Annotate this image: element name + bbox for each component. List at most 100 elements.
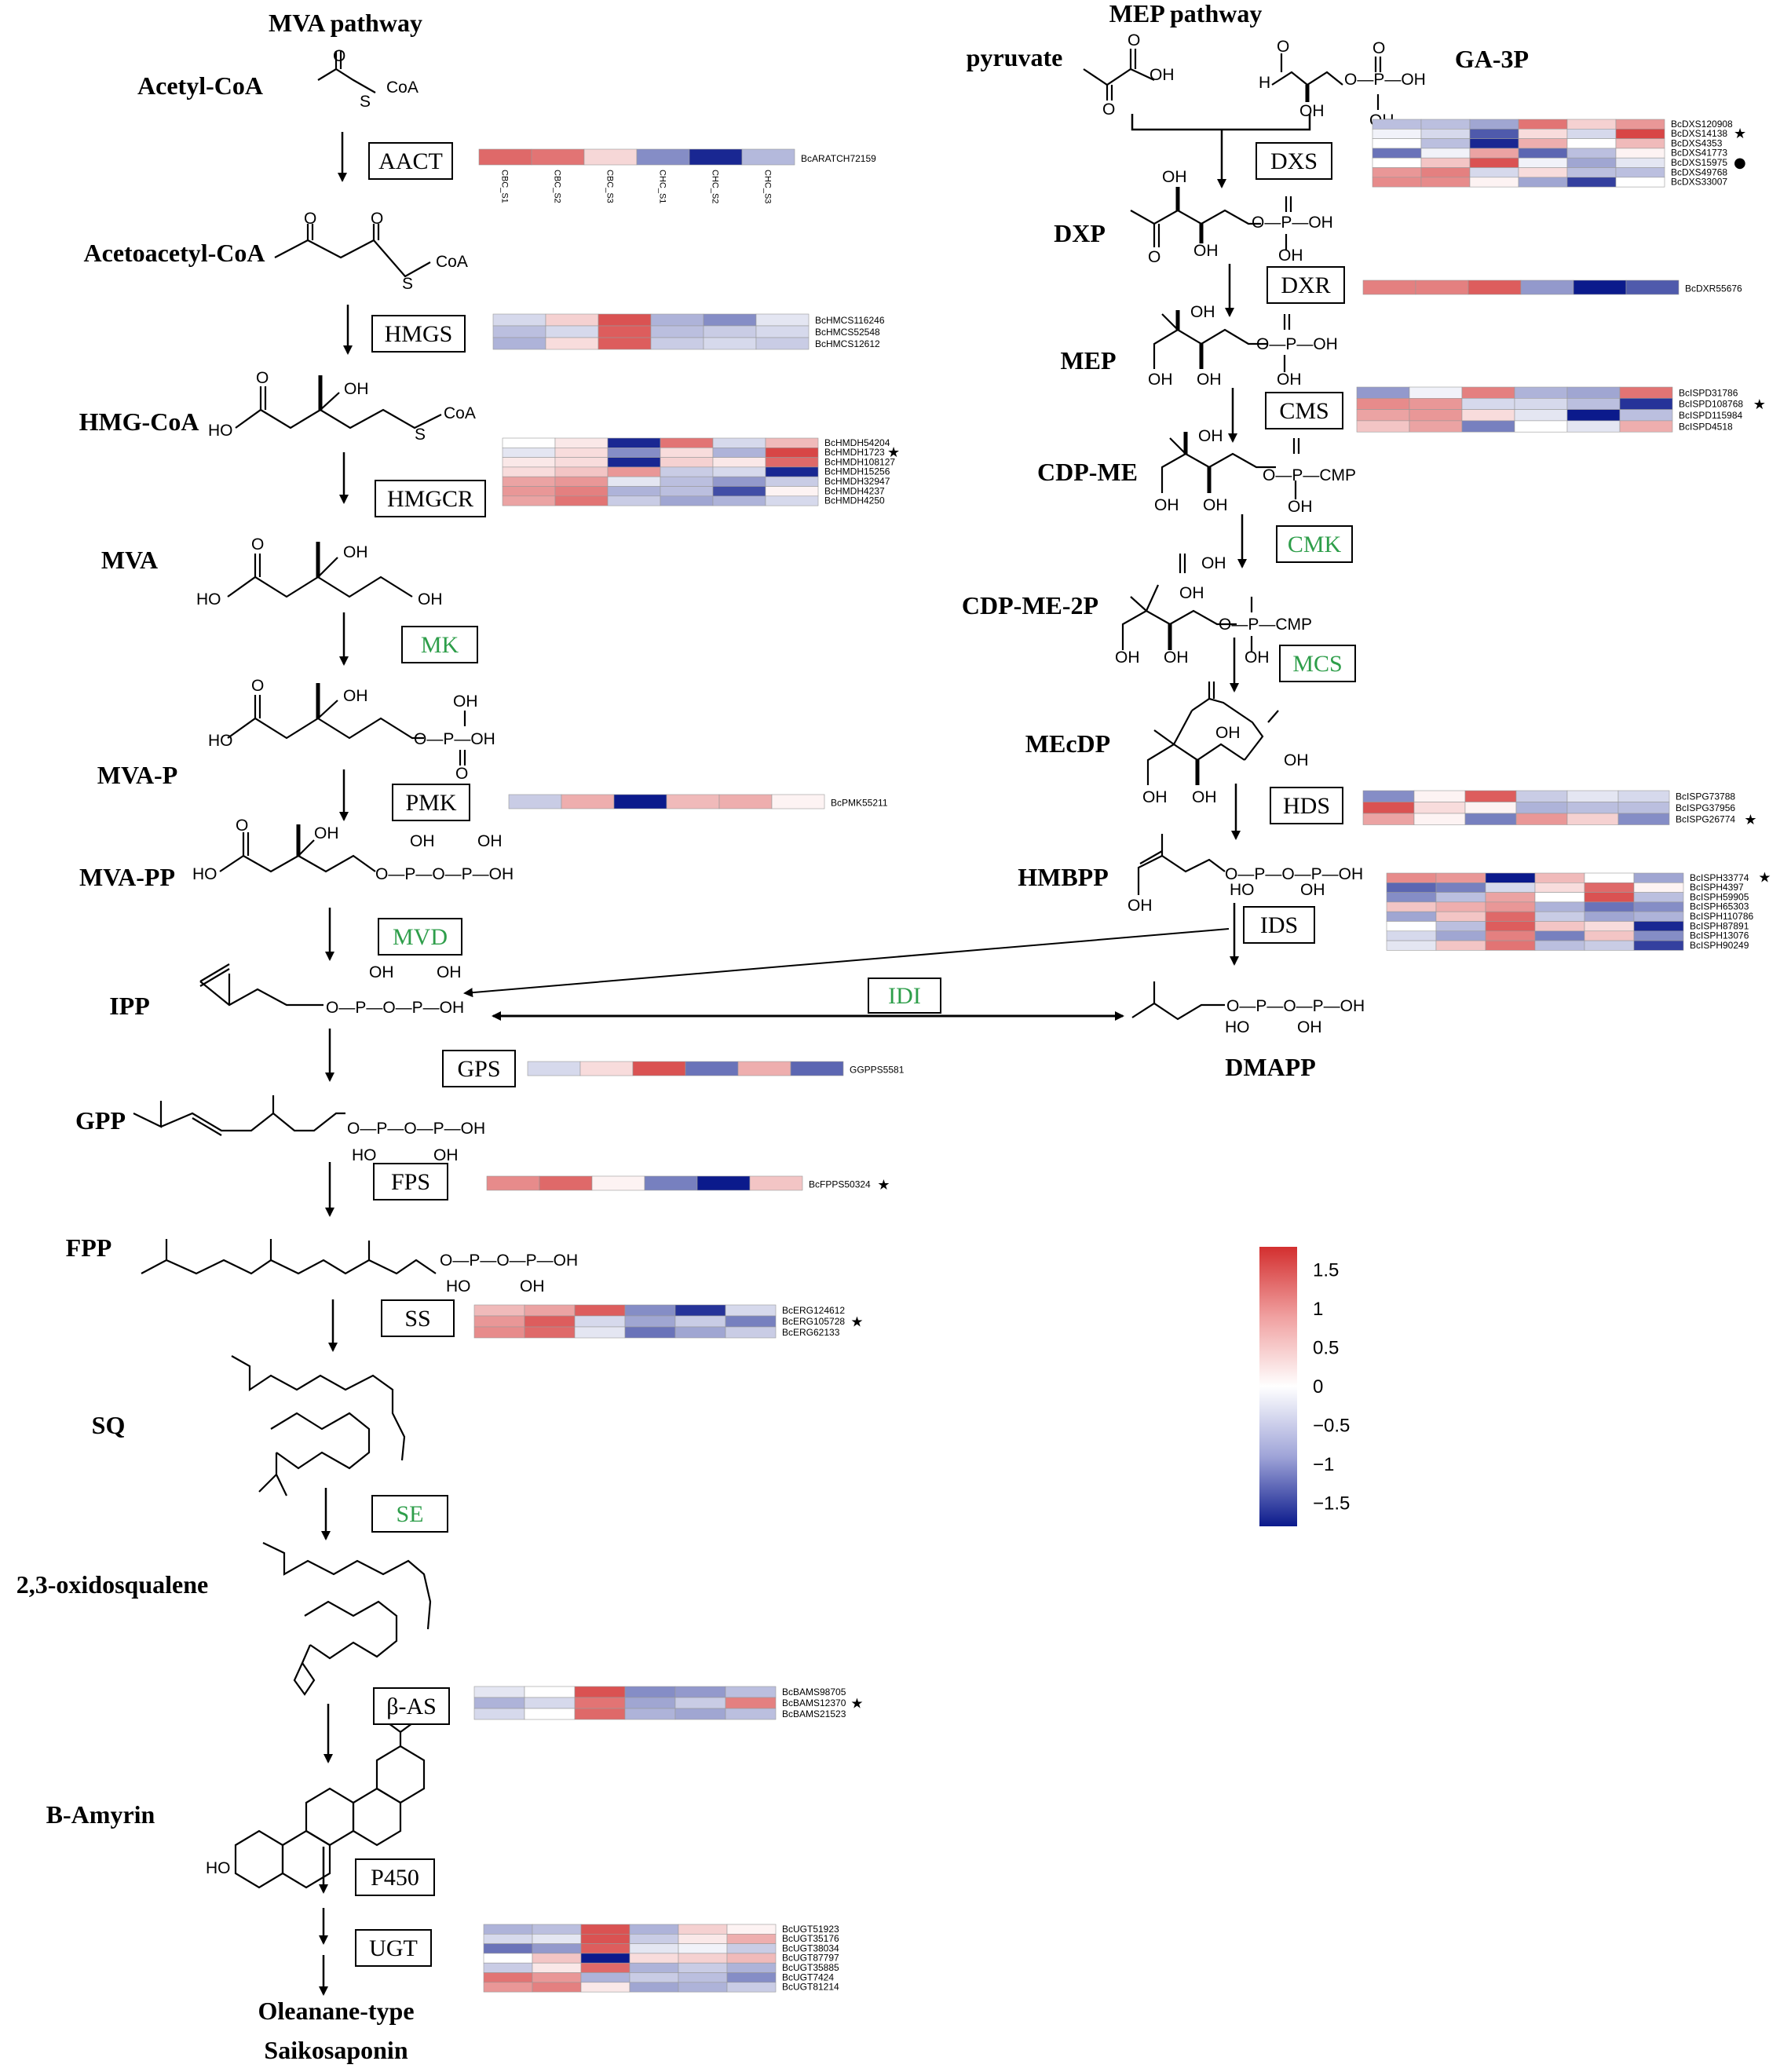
chem-o: O <box>333 47 345 65</box>
enzyme-pmk: PMK <box>392 784 470 821</box>
gene-label: BcISPD4518 <box>1679 421 1733 432</box>
gene-label: BcHMCS116246 <box>815 315 885 326</box>
heatmap-cell <box>629 1982 679 1993</box>
heatmap-cell <box>712 486 766 497</box>
gene-label: BcUGT7424 <box>782 1972 834 1982</box>
chem-o-p: O—P—OH <box>414 730 495 748</box>
chem-oh: OH <box>1215 724 1241 742</box>
heatmap-cell <box>473 1315 525 1328</box>
legend-tick-label: −1 <box>1313 1454 1334 1475</box>
chem-oh: OH <box>1197 371 1222 389</box>
enzyme-idi: IDI <box>868 978 941 1014</box>
heatmap-cell <box>1617 802 1670 814</box>
compound-ipp: IPP <box>109 992 150 1020</box>
chem-oh: OH <box>1201 554 1226 572</box>
chem-coa: CoA <box>444 404 476 422</box>
structure-ga3p <box>1271 53 1382 110</box>
structure-cdp-me <box>1160 432 1300 499</box>
enzyme-cms: CMS <box>1265 392 1343 429</box>
chem-oh: OH <box>1300 881 1325 899</box>
chem-o-p-cmp: O—P—CMP <box>1219 616 1312 634</box>
chem-ho: HO <box>1230 881 1255 899</box>
heatmap-cell <box>1386 892 1437 903</box>
heatmap-cell <box>1409 409 1463 422</box>
star-marker: ★ <box>850 1314 863 1330</box>
heatmap-cell <box>532 1972 582 1983</box>
gene-label: BcHMDH1723 <box>824 447 885 458</box>
compound-fpp: FPP <box>66 1233 112 1262</box>
heatmap-cell <box>554 495 609 506</box>
legend-tick-label: 0 <box>1313 1376 1323 1398</box>
heatmap-cell <box>1534 940 1585 951</box>
heatmap-cell <box>678 1953 728 1964</box>
heatmap-cell <box>486 1175 540 1191</box>
chem-oh: OH <box>1148 371 1173 389</box>
heatmap-cell <box>660 495 714 506</box>
structure-squalene <box>231 1355 406 1496</box>
heatmap-cell <box>624 1708 676 1720</box>
heatmap-cell <box>674 1686 726 1698</box>
heatmap-cell <box>1469 167 1519 178</box>
heatmap-cell <box>554 466 609 477</box>
gene-label: BcBAMS21523 <box>782 1708 846 1719</box>
heatmap-cell <box>660 476 714 487</box>
heatmap-cell <box>1619 420 1673 433</box>
enzyme-label: FPS <box>391 1169 430 1195</box>
heatmap-cell <box>725 1686 777 1698</box>
gene-label: BcUGT87797 <box>782 1953 839 1964</box>
heatmap-cell <box>478 148 532 166</box>
chem-oh: OH <box>343 687 368 705</box>
heatmap-cell <box>1515 790 1568 802</box>
heatmap-cell <box>1633 911 1684 922</box>
heatmap-cell <box>1617 813 1670 825</box>
heatmap-cell <box>1485 883 1536 893</box>
heatmap-cell <box>1485 921 1536 932</box>
enzyme-label: DXS <box>1270 148 1318 174</box>
enzyme-label: CMS <box>1279 398 1329 424</box>
gene-label: BcISPG73788 <box>1676 791 1735 802</box>
enzyme-label: MVD <box>393 924 448 950</box>
heatmap-cell <box>674 1708 726 1720</box>
heatmap-cell <box>580 1943 631 1954</box>
gene-label: BcPMK55211 <box>831 797 888 808</box>
heatmap-cell <box>636 148 690 166</box>
heatmap-cell <box>712 476 766 487</box>
legend-tick-label: 1.5 <box>1313 1260 1339 1281</box>
chem-o: O <box>1372 39 1385 57</box>
chem-o: O <box>256 369 269 387</box>
enzyme-label: IDS <box>1260 912 1298 938</box>
heatmap-column-label: CHC_S2 <box>711 170 720 203</box>
legend-ticks: 1.510.50−0.5−1−1.5 <box>1313 1260 1350 1515</box>
heatmap-cell <box>765 457 819 468</box>
heatmap-cell <box>1566 386 1621 399</box>
heatmap-cell <box>492 337 546 350</box>
mep-pathway-title: MEP pathway <box>1109 0 1263 27</box>
heatmap-cell <box>1566 177 1617 188</box>
heatmap-cell <box>502 447 556 458</box>
heatmap-cell <box>502 437 556 448</box>
color-legend: 1.510.50−0.5−1−1.5 <box>1259 1247 1350 1526</box>
heatmap-cell <box>1619 386 1673 399</box>
chem-oh: OH <box>1198 427 1223 445</box>
gene-label: BcDXS15975 <box>1671 157 1727 168</box>
heatmap-cell <box>1435 892 1486 903</box>
heatmap-cell <box>532 1953 582 1964</box>
heatmap-cell <box>725 1315 777 1328</box>
star-marker: ★ <box>887 444 900 461</box>
heatmap-cell <box>1461 397 1515 410</box>
heatmap-hmgcr: BcHMDH54204BcHMDH1723★BcHMDH108127BcHMDH… <box>502 437 900 506</box>
heatmap-cell <box>607 495 661 506</box>
heatmap-cell <box>1413 802 1466 814</box>
structure-mva <box>227 542 413 598</box>
chem-oh: OH <box>1277 371 1302 389</box>
chem-oh: OH <box>1150 66 1175 84</box>
chem-o-p-cmp: O—P—CMP <box>1263 466 1356 484</box>
heatmap-cell <box>696 1175 751 1191</box>
chem-labels: CoA S O CoA S O O HO O OH S CoA HO O OH … <box>192 31 1426 1877</box>
heatmap-cell <box>1584 892 1635 903</box>
heatmap-cell <box>650 313 704 327</box>
chem-oh: OH <box>1193 242 1219 260</box>
structure-gpp <box>133 1095 345 1136</box>
enzyme-label: P450 <box>371 1865 419 1891</box>
